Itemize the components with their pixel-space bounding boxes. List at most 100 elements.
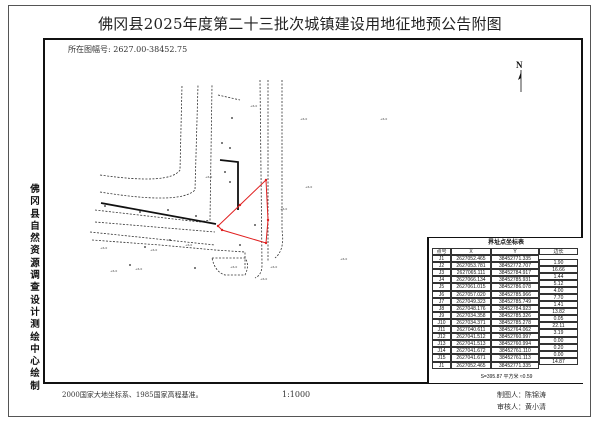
x-coord: 2627048.176 [451, 304, 491, 312]
point-id: J7 [432, 297, 451, 305]
side-char: 设 [30, 294, 40, 306]
x-coord: 2627052.465 [451, 361, 491, 369]
point-id: J10 [432, 318, 451, 327]
road-line [91, 239, 246, 270]
parcel-boundary [217, 178, 269, 244]
edge-length: 3.19 [539, 329, 578, 337]
svg-text:+6.0: +6.0 [185, 243, 192, 247]
edge-length: 5.12 [539, 279, 578, 287]
point-id: J1 [432, 255, 451, 263]
side-char: 佛 [30, 184, 40, 195]
x-coord: 2627065.111 [451, 269, 491, 277]
road-line [94, 84, 213, 223]
x-coord: 2627034.358 [451, 311, 491, 319]
point-id: J15 [432, 354, 451, 362]
point-id: J3 [432, 269, 451, 277]
x-coord: 2627049.323 [451, 297, 491, 305]
y-coord: 38452764.062 [491, 326, 539, 334]
edge-length: 7.70 [539, 293, 578, 302]
drafter-label: 制图人：陈锦涛 [497, 391, 546, 399]
header-y: Y [491, 248, 539, 256]
table-header-row: 点号 X Y [432, 248, 581, 256]
side-char: 资 [30, 245, 40, 257]
header-edge: 边长 [539, 248, 578, 256]
y-coord: 38452785.749 [491, 297, 539, 305]
x-coord: 2627057.020 [451, 290, 491, 298]
point-id: J1 [432, 361, 451, 369]
elevation-labels: +6.0+6.0+6.0 +6.0+6.0+6.0 +6.0+6.0+6.0 +… [100, 104, 387, 281]
y-coord: 38452785.278 [491, 318, 539, 327]
cadastral-map: +6.0+6.0+6.0 +6.0+6.0+6.0 +6.0+6.0+6.0 +… [89, 70, 522, 281]
y-coord: 38452760.997 [491, 333, 539, 341]
edge-length: 1.44 [539, 272, 578, 280]
side-char: 绘 [30, 368, 40, 380]
svg-text:+6.0: +6.0 [260, 277, 267, 281]
x-coord: 2627034.371 [451, 318, 491, 327]
side-char: 冈 [30, 196, 40, 208]
y-coord: 38452761.110 [491, 347, 539, 355]
svg-text:+6.0: +6.0 [150, 248, 157, 252]
wall-lines [100, 159, 239, 225]
side-char: 制 [30, 380, 40, 392]
side-char: 中 [30, 343, 40, 355]
y-coord: 38452772.707 [491, 262, 539, 270]
side-char: 查 [30, 282, 40, 294]
point-id: J11 [432, 326, 451, 334]
edge-length: 1.41 [539, 301, 578, 309]
point-id: J2 [432, 262, 451, 270]
edge-length: 4.00 [539, 286, 578, 294]
x-coord: 2627041.672 [451, 347, 491, 355]
side-char: 县 [30, 208, 40, 220]
edge-length: 0.00 [539, 350, 578, 358]
edge-length: 16.66 [539, 265, 578, 273]
sheet-number: 所在图幅号: 2627.00-38452.75 [68, 45, 188, 54]
svg-text:+6.0: +6.0 [100, 246, 107, 250]
edge-length: 0.20 [539, 343, 578, 351]
scale-label: 1:1000 [282, 390, 311, 399]
point-id: J14 [432, 347, 451, 355]
side-char: 自 [30, 220, 40, 232]
table-caption: 界址点坐标表 [487, 240, 524, 246]
x-coord: 2627041.671 [451, 354, 491, 362]
side-char: 绘 [30, 331, 40, 343]
y-coord: 38452785.326 [491, 311, 539, 319]
header-point: 点号 [432, 248, 451, 256]
parcel-vertices [216, 178, 270, 245]
road-line [217, 94, 241, 101]
survey-points [104, 117, 256, 269]
x-coord: 2627061.015 [451, 283, 491, 291]
point-id: J6 [432, 290, 451, 298]
svg-text:+6.0: +6.0 [110, 269, 117, 273]
x-coord: 2627052.465 [451, 255, 491, 263]
point-id: J12 [432, 333, 451, 341]
svg-text:+6.0: +6.0 [280, 207, 287, 211]
y-coord: 38452785.966 [491, 290, 539, 298]
edge-length: 0.00 [539, 336, 578, 344]
svg-text:+6.0: +6.0 [250, 104, 257, 108]
header-x: X [451, 248, 491, 256]
y-coord: 38452785.931 [491, 276, 539, 284]
point-id: J13 [432, 340, 451, 348]
side-char: 计 [30, 306, 40, 318]
north-label: N [516, 60, 523, 70]
svg-text:+6.0: +6.0 [300, 117, 307, 121]
x-coord: 2627041.512 [451, 333, 491, 341]
datum-note: 2000国家大地坐标系、1985国家高程基准。 [62, 391, 203, 399]
road-line [99, 84, 199, 199]
area-summary: S=395.87 平方米 ≈0.59 [480, 374, 533, 380]
svg-text:+6.0: +6.0 [205, 175, 212, 179]
north-arrow-icon [518, 70, 522, 92]
